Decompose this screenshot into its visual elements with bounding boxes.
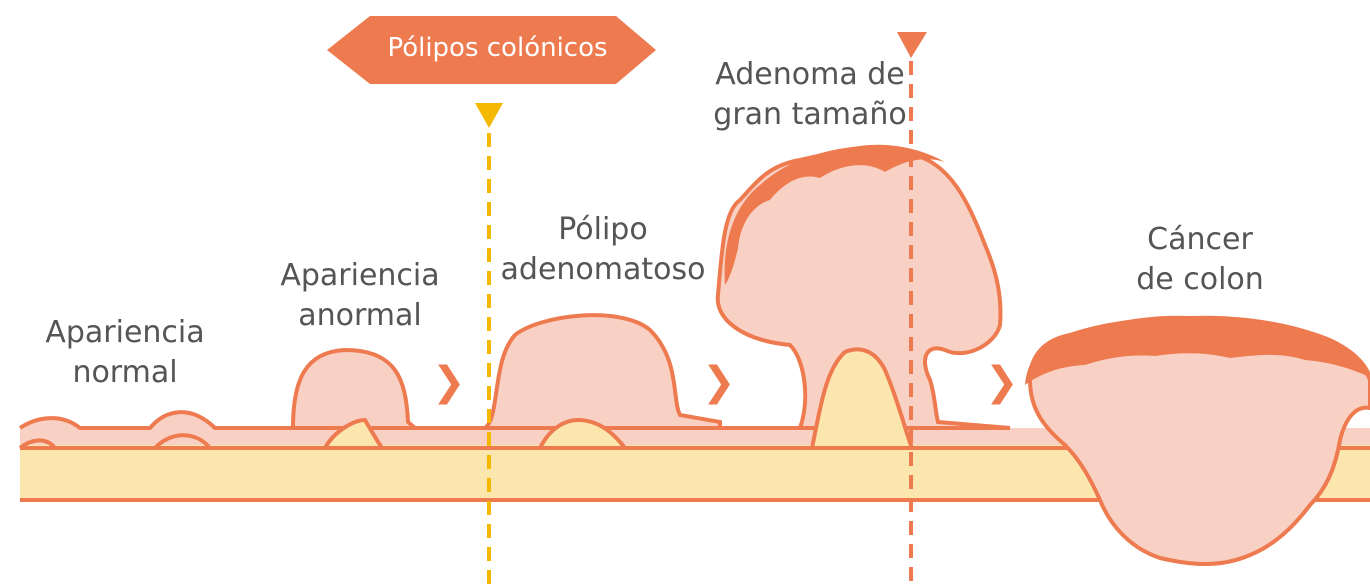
adenomatous-polyp bbox=[485, 315, 720, 428]
stage-label-adenomatous: Pólipo adenomatoso bbox=[488, 210, 718, 290]
yellow-marker-triangle bbox=[475, 103, 503, 128]
stage-label-line2: adenomatoso bbox=[488, 250, 718, 290]
arrow-1: ❯ bbox=[432, 359, 466, 405]
stage-label-line1: Pólipo bbox=[488, 210, 718, 250]
stage-label-cancer: Cáncer de colon bbox=[1100, 220, 1300, 300]
arrow-3: ❯ bbox=[985, 359, 1019, 405]
stage-label-normal: Apariencia normal bbox=[20, 313, 230, 393]
stage-label-large-adenoma: Adenoma de gran tamaño bbox=[690, 55, 930, 135]
stage-label-line2: normal bbox=[20, 353, 230, 393]
stage-label-line2: gran tamaño bbox=[690, 95, 930, 135]
stage-label-line2: anormal bbox=[255, 296, 465, 336]
stage-label-line1: Adenoma de bbox=[690, 55, 930, 95]
banner-label: Pólipos colónicos bbox=[355, 31, 640, 65]
stage-label-abnormal: Apariencia anormal bbox=[255, 256, 465, 336]
stage-label-line1: Apariencia bbox=[20, 313, 230, 353]
stage-label-line1: Cáncer bbox=[1100, 220, 1300, 260]
stage-label-line1: Apariencia bbox=[255, 256, 465, 296]
abnormal-bump bbox=[293, 350, 415, 428]
arrow-2: ❯ bbox=[702, 359, 736, 405]
stage-label-line2: de colon bbox=[1100, 260, 1300, 300]
